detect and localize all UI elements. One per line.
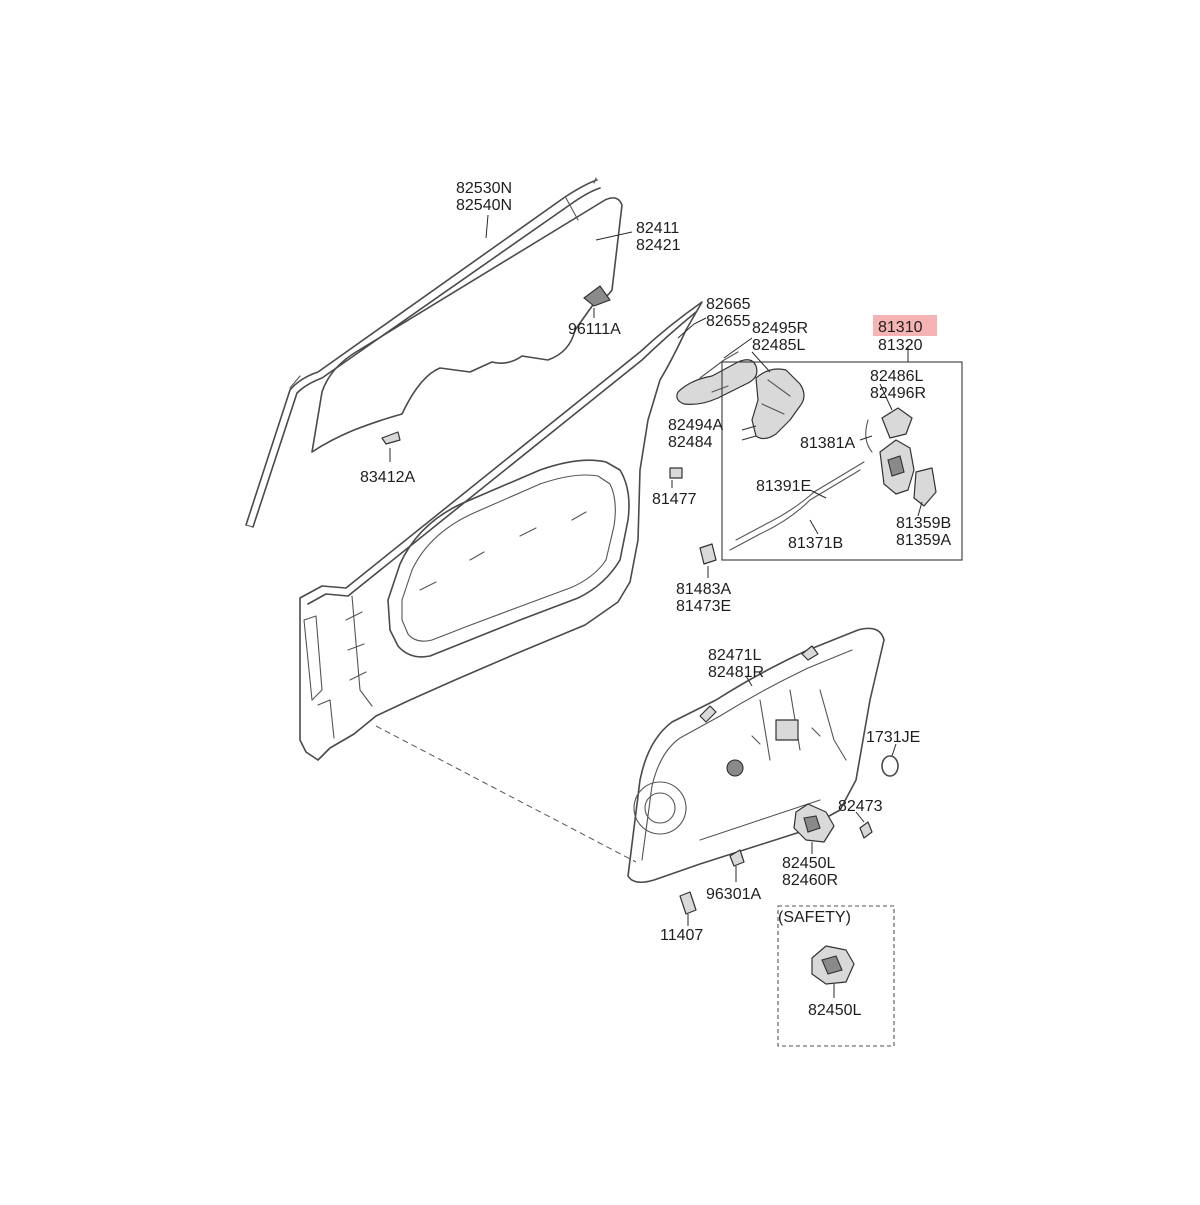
label-81483a: 81483A [676,581,731,598]
label-82496r: 82496R [870,385,926,402]
label-96111a: 96111A [568,321,621,338]
bolt-11407 [679,891,697,915]
label-82411: 82411 [636,220,679,237]
label-82421: 82421 [636,237,681,254]
leader-lines [389,214,923,998]
label-96301a: 96301A [706,886,761,903]
part-labels: 82530N 82540N 82411 82421 96111A 83412A … [360,180,951,1019]
label-82485l: 82485L [752,337,805,354]
outside-handle [676,351,758,405]
label-81477: 81477 [652,491,697,508]
label-82540n: 82540N [456,197,512,214]
label-82471l: 82471L [708,647,761,664]
glass-stopper-96111a [583,285,611,307]
label-82655: 82655 [706,313,751,330]
highlight-81310 [873,315,937,336]
safety-motor [811,945,855,985]
label-81473e: 81473E [676,598,731,615]
label-82494a: 82494A [668,417,723,434]
glass-bracket-83412a [381,431,401,445]
grommet-1731je [881,755,899,777]
label-1731je: 1731JE [866,729,920,746]
label-82481r: 82481R [708,664,764,681]
label-82460r: 82460R [782,872,838,889]
assembly-dash-line [375,725,637,863]
label-81359a: 81359A [896,532,951,549]
label-82450l-safety: 82450L [808,1002,861,1019]
label-82495r: 82495R [752,320,808,337]
door-module-panel [627,627,885,884]
label-81381a: 81381A [800,435,855,452]
door-frame [299,301,703,761]
fastener-82473 [859,821,873,839]
handle-bracket [751,368,805,440]
label-81391e: 81391E [756,478,811,495]
latch-group-box [721,361,963,561]
glass-run-channel [245,177,601,528]
label-82530n: 82530N [456,180,512,197]
label-82484: 82484 [668,434,713,451]
label-82450l: 82450L [782,855,835,872]
latch-assembly [865,407,937,507]
safety-group-box [777,905,895,1047]
label-83412a: 83412A [360,469,415,486]
label-11407: 11407 [660,927,703,944]
regulator-motor [793,803,835,843]
bolt-96301a [729,849,745,867]
label-81371b: 81371B [788,535,843,552]
label-82473: 82473 [838,798,883,815]
door-glass [311,197,623,453]
label-82486l: 82486L [870,368,923,385]
hinge-parts [669,467,717,565]
label-81320: 81320 [878,337,923,354]
label-safety: (SAFETY) [778,909,851,926]
label-82665: 82665 [706,296,751,313]
label-81359b: 81359B [896,515,951,532]
label-81310: 81310 [878,319,923,336]
